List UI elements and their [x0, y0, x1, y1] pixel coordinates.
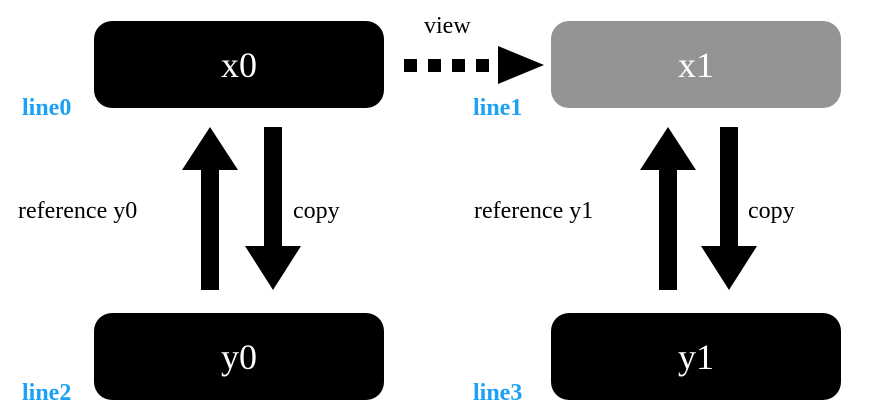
view-arrow-dot-3	[452, 59, 465, 72]
reference-y1-arrow	[640, 127, 696, 290]
copy-arrow-0-head	[245, 246, 301, 290]
view-arrow-dot-4	[476, 59, 489, 72]
reference-y0-label: reference y0	[18, 198, 138, 224]
node-y0: y0	[94, 313, 384, 400]
node-x0: x0	[94, 21, 384, 108]
node-y1-label: y1	[678, 336, 714, 377]
node-x0-label: x0	[221, 44, 257, 85]
node-y1: y1	[551, 313, 841, 400]
view-arrow	[404, 46, 544, 84]
reference-y0-arrow-shaft	[201, 168, 219, 290]
copy-label-1: copy	[748, 198, 795, 224]
node-y0-label: y0	[221, 336, 257, 377]
line2-tag: line2	[22, 380, 72, 406]
reference-y1-arrow-shaft	[659, 168, 677, 290]
copy-arrow-0-shaft	[264, 127, 282, 249]
line0-tag: line0	[22, 95, 72, 121]
view-arrow-head	[498, 46, 544, 84]
node-x1-label: x1	[678, 44, 714, 85]
reference-y0-arrow	[182, 127, 238, 290]
view-arrow-dot-2	[428, 59, 441, 72]
node-x1: x1	[551, 21, 841, 108]
copy-arrow-0	[245, 127, 301, 290]
line3-tag: line3	[473, 380, 523, 406]
copy-label-0: copy	[293, 198, 340, 224]
copy-arrow-1-shaft	[720, 127, 738, 249]
view-arrow-dot-1	[404, 59, 417, 72]
line1-tag: line1	[473, 95, 523, 121]
reference-y1-label: reference y1	[474, 198, 594, 224]
copy-arrow-1	[701, 127, 757, 290]
copy-arrow-1-head	[701, 246, 757, 290]
reference-y1-arrow-head	[640, 127, 696, 170]
reference-y0-arrow-head	[182, 127, 238, 170]
view-label: view	[424, 13, 471, 39]
